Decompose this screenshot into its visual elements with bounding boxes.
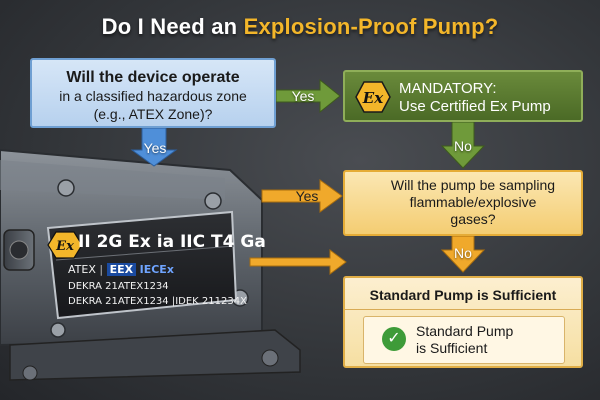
- plate-cert1: DEKRA 21ATEX1234: [68, 281, 169, 292]
- label-no-result: No: [454, 245, 472, 261]
- arrow-no-result: [249, 249, 347, 275]
- label-no-mandatory: No: [454, 138, 472, 154]
- arrow-yes-down: [130, 127, 178, 167]
- certification-plate: Ex: [46, 210, 238, 320]
- page-title: Do I Need an Explosion-Proof Pump?: [101, 14, 499, 39]
- housing-screw: [57, 179, 75, 197]
- plate-eex: EEX: [106, 263, 137, 276]
- mandatory-line2: Use Certified Ex Pump: [399, 98, 551, 115]
- result-standard-pump: Standard Pump is Sufficient ✓ Standard P…: [343, 276, 583, 368]
- arrow-yes-right: [275, 78, 341, 114]
- ex-hexagon-icon: [47, 231, 83, 259]
- result-line1: Standard Pump: [416, 323, 514, 339]
- question1-line3: (e.g., ATEX Zone)?: [93, 106, 213, 122]
- plate-standards: ATEX | EEX IECEx: [68, 263, 174, 276]
- label-yes-plate: Yes: [295, 188, 319, 204]
- result-line2: is Sufficient: [416, 340, 488, 356]
- question-flammable-gases: Will the pump be sampling flammable/expl…: [343, 170, 583, 236]
- title-accent: Explosion-Proof Pump?: [243, 14, 499, 39]
- housing-screw: [50, 322, 66, 338]
- question2-line2: flammable/explosive: [409, 194, 537, 210]
- mandatory-ex-symbol: Ex: [362, 89, 384, 107]
- mandatory-box: Ex MANDATORY: Use Certified Ex Pump: [343, 70, 583, 122]
- label-yes-right: Yes: [291, 88, 315, 104]
- arrow-no-down: [440, 235, 486, 273]
- arrow-yes-plate: [261, 179, 343, 213]
- question2-line1: Will the pump be sampling: [390, 177, 556, 193]
- plate-iecex: IECEx: [139, 263, 174, 276]
- result-heading: Standard Pump is Sufficient: [345, 278, 581, 310]
- plate-marking: II 2G Ex ia IIC T4 Ga: [78, 232, 266, 252]
- pump-base-flange: [9, 329, 301, 381]
- question-hazardous-zone: Will the device operate in a classified …: [30, 58, 276, 128]
- question2-line3: gases?: [450, 211, 496, 227]
- plate-ex-symbol: Ex: [55, 239, 74, 254]
- housing-screw: [204, 192, 222, 210]
- question1-line2: in a classified hazardous zone: [59, 88, 247, 104]
- result-inner-card: ✓ Standard Pump is Sufficient: [363, 316, 565, 364]
- label-yes-down: Yes: [143, 140, 167, 156]
- ex-hexagon-icon: Ex: [355, 81, 391, 113]
- question1-line1: Will the device operate: [66, 69, 240, 86]
- flow-arrows: [130, 78, 486, 275]
- plate-atex: ATEX: [68, 263, 96, 276]
- arrow-no-mandatory: [440, 121, 486, 169]
- plate-cert2: DEKRA 21ATEX1234 |IDEK 211234X: [68, 296, 247, 307]
- check-circle-icon: ✓: [382, 327, 406, 351]
- mandatory-line1: MANDATORY:: [399, 80, 497, 97]
- plate-separator: |: [99, 263, 104, 276]
